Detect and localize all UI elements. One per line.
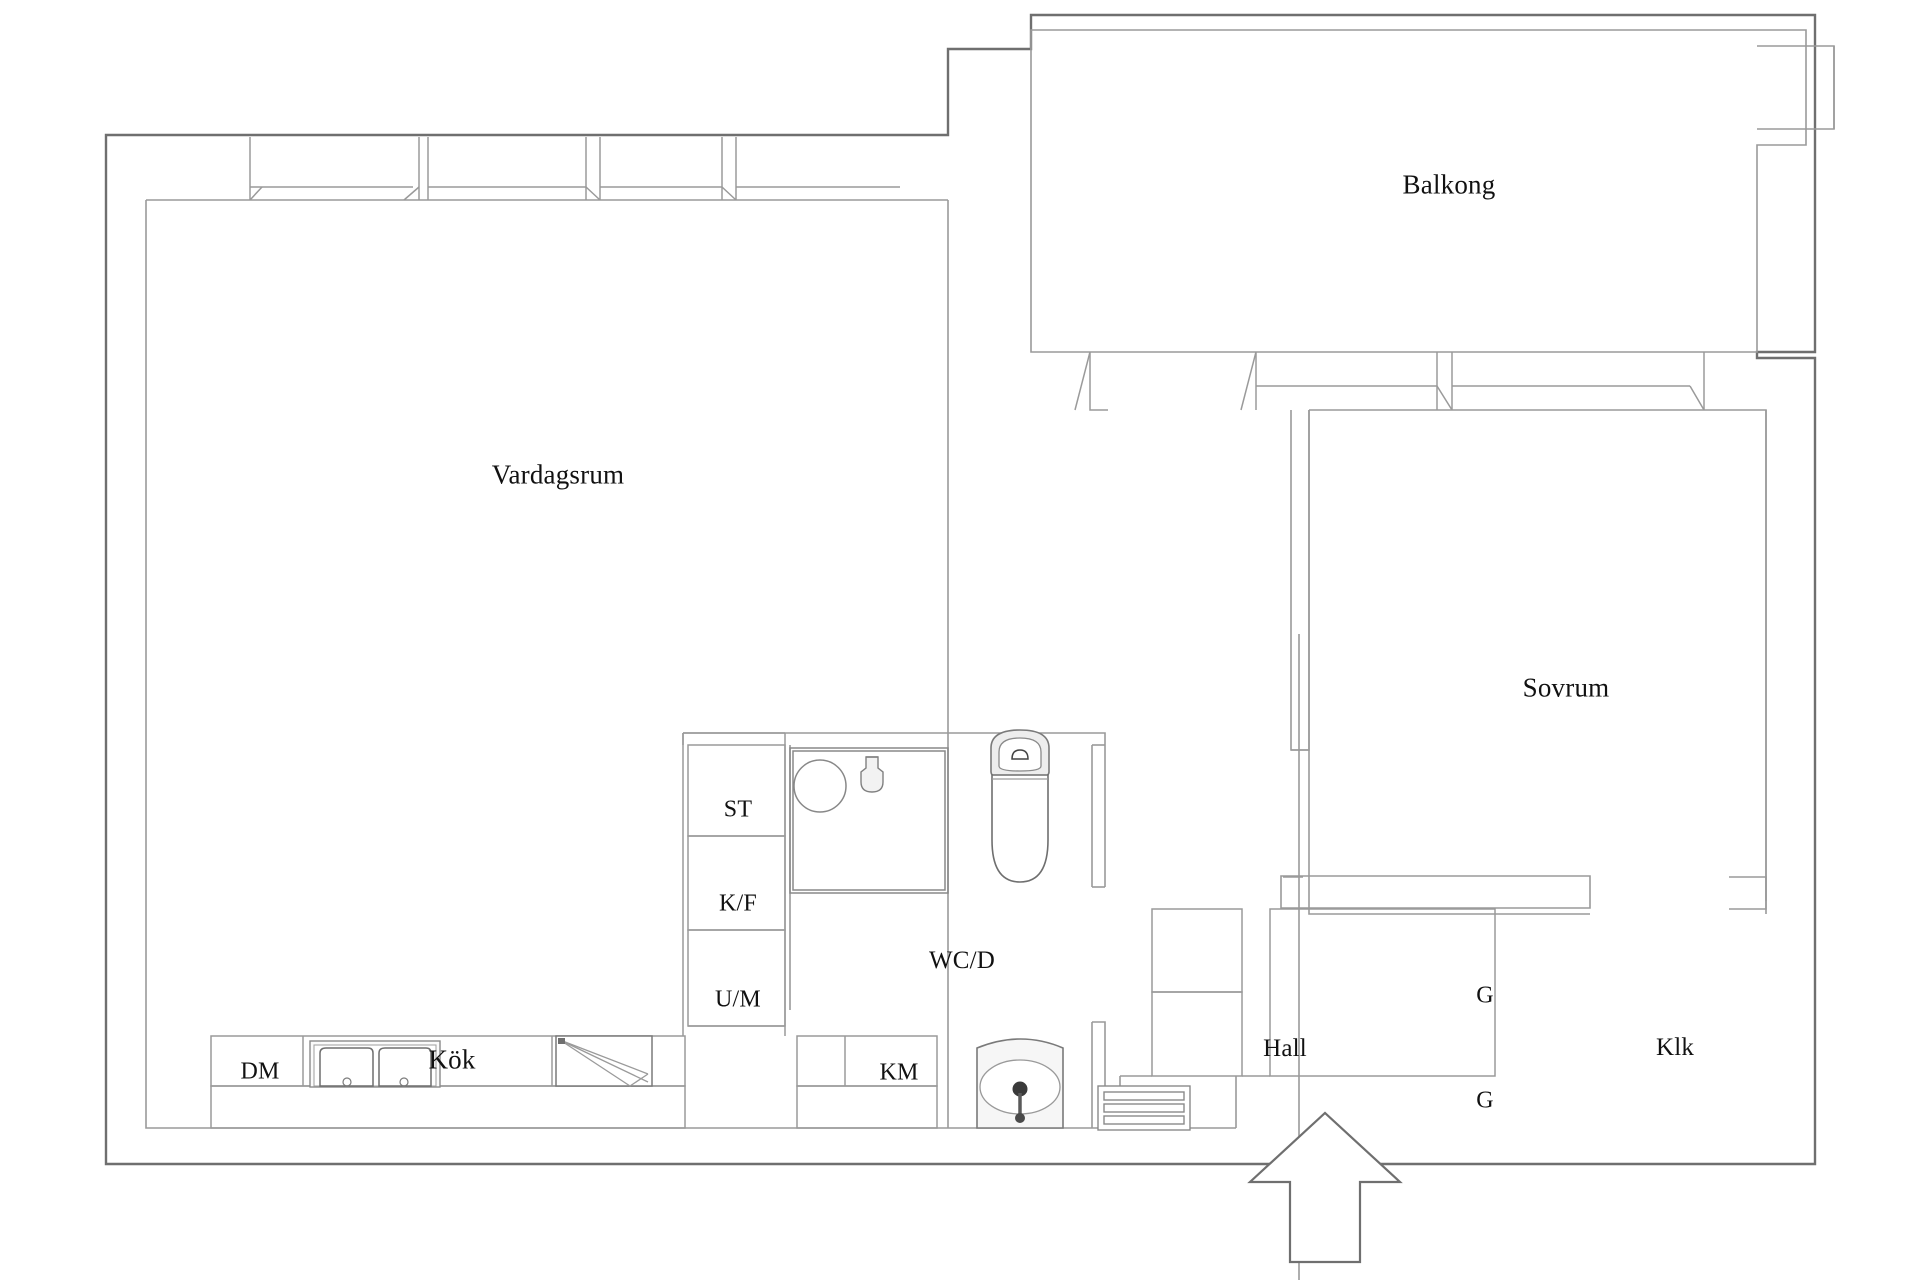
kitchen-tall-cabinets xyxy=(682,732,786,1036)
balcony-outline xyxy=(1030,29,1835,353)
km-cabinet-group xyxy=(796,1035,938,1129)
kitchen-counter-run xyxy=(210,1035,686,1129)
kitchen-sink-double xyxy=(309,1040,441,1088)
radiator xyxy=(1097,1085,1191,1131)
outer-walls xyxy=(104,13,1817,1166)
closet-header-wall xyxy=(1280,875,1767,910)
fixture-label-dm: DM xyxy=(240,1058,280,1085)
toilet-fixture xyxy=(990,729,1050,883)
stove-cooktop xyxy=(555,1035,653,1087)
window-group-living-room xyxy=(249,137,900,201)
fixture-label-um: U/M xyxy=(715,986,761,1013)
bedroom-outline xyxy=(1308,409,1767,915)
fixture-label-g-lower: G xyxy=(1476,1087,1494,1114)
fixture-label-km: KM xyxy=(879,1059,919,1086)
wardrobe-group xyxy=(1151,908,1243,1077)
entrance-arrow xyxy=(1247,1111,1403,1264)
room-label-kok: Kök xyxy=(428,1044,476,1075)
washbasin-fixture xyxy=(976,1038,1064,1129)
room-label-hall: Hall xyxy=(1263,1035,1307,1062)
fixture-label-g-upper: G xyxy=(1476,982,1494,1009)
klk-outline xyxy=(1269,908,1496,1077)
room-label-sovrum: Sovrum xyxy=(1522,672,1610,703)
balcony-door-group xyxy=(1074,351,1705,411)
room-label-balkong: Balkong xyxy=(1402,169,1496,200)
interior-wall-lines xyxy=(145,199,1236,1129)
room-label-vardagsrum: Vardagsrum xyxy=(491,459,625,490)
room-label-wc-d: WC/D xyxy=(928,947,996,974)
fixture-label-st: ST xyxy=(723,796,753,823)
fixture-label-kf: K/F xyxy=(719,890,757,917)
room-label-klk: Klk xyxy=(1655,1034,1695,1061)
hall-partition-wall xyxy=(1290,410,1310,751)
shower-area xyxy=(789,747,949,894)
